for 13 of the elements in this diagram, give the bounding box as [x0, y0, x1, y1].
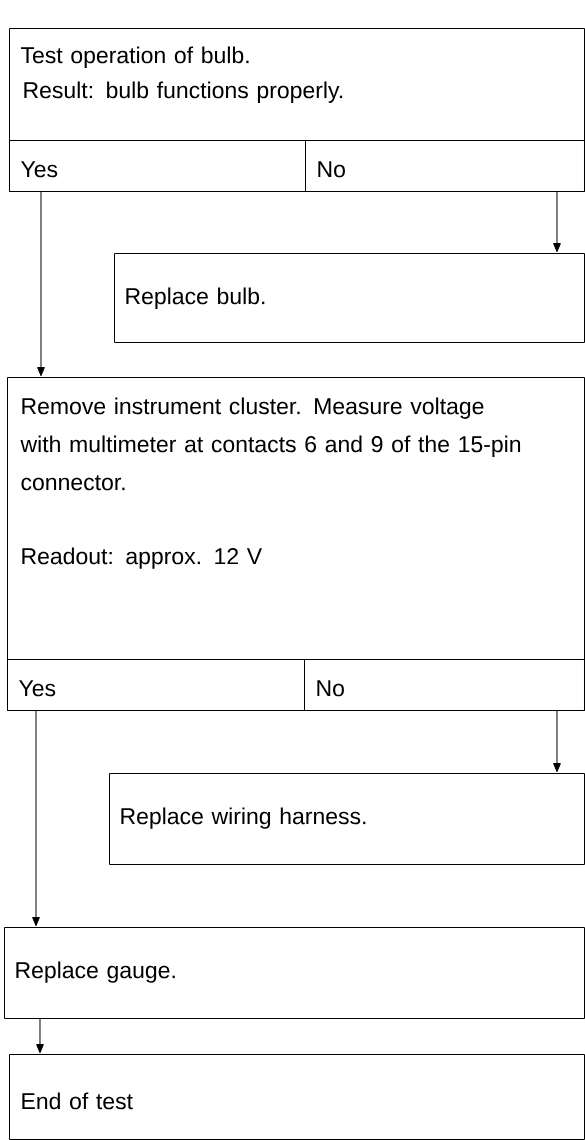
action-box: Replace bulb.	[114, 253, 585, 343]
arrow	[32, 710, 40, 927]
arrow	[37, 191, 45, 377]
answer-cell: Yes	[9, 140, 306, 192]
arrow	[553, 710, 561, 773]
arrow	[553, 191, 561, 253]
end-box: End of test	[9, 1054, 585, 1140]
action-box: Replace gauge.	[4, 927, 585, 1019]
answer-cell: No	[305, 140, 585, 192]
action-box: Replace wiring harness.	[109, 773, 585, 865]
arrow	[36, 1018, 44, 1054]
answer-cell: Yes	[7, 659, 305, 711]
answer-cell: No	[304, 659, 585, 711]
